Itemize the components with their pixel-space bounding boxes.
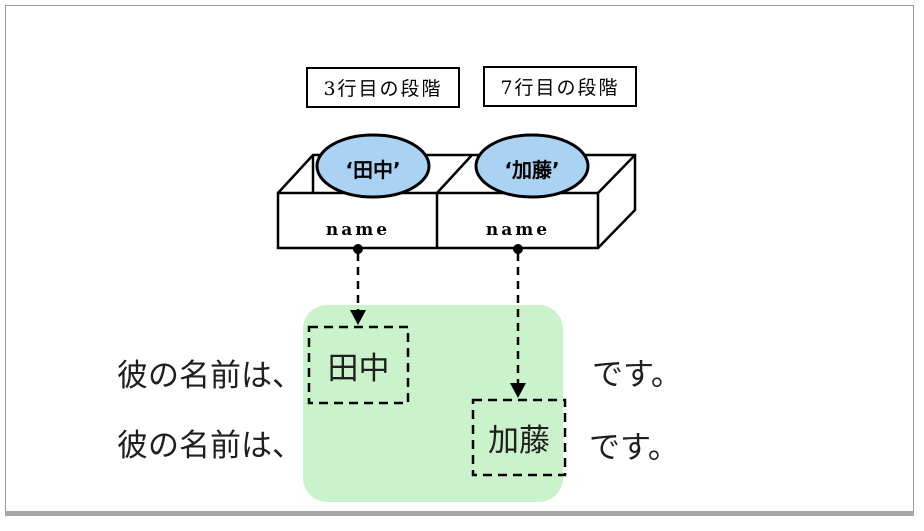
pointer-dot-1 <box>353 244 363 254</box>
box-3d-back-lines <box>277 153 637 249</box>
highlight-region <box>303 305 563 502</box>
value-slot-box-2 <box>471 398 567 477</box>
stage-label-line3: 3行目の段階 <box>323 78 443 100</box>
stage-label-box-line3: 3行目の段階 <box>306 67 460 108</box>
sentence2-inserted-value: 加藤 <box>488 423 550 459</box>
variable-name-label-2: name <box>485 220 551 240</box>
value-ellipse-2 <box>474 133 590 199</box>
variable-name-label-1: name <box>325 220 391 240</box>
sentence1-inserted-value: 田中 <box>327 350 390 387</box>
stage-label-box-line7: 7行目の段階 <box>483 66 637 107</box>
stage-label-line7: 7行目の段階 <box>500 77 620 99</box>
ellipse-value-label-1: ‘田中’ <box>345 158 401 182</box>
arrowhead-down-icon-1 <box>350 310 366 325</box>
ellipse-value-label-2: ‘加藤’ <box>504 158 560 182</box>
sentence2-prefix: 彼の名前は、 <box>117 428 303 464</box>
sentence1-suffix: です。 <box>592 357 682 393</box>
value-ellipse-1 <box>315 133 431 199</box>
pointer-dot-2 <box>513 244 523 254</box>
value-slot-box-1 <box>307 325 410 405</box>
arrowhead-down-icon-2 <box>510 383 526 398</box>
sentence1-prefix: 彼の名前は、 <box>117 358 303 394</box>
sentence2-suffix: です。 <box>589 430 679 466</box>
